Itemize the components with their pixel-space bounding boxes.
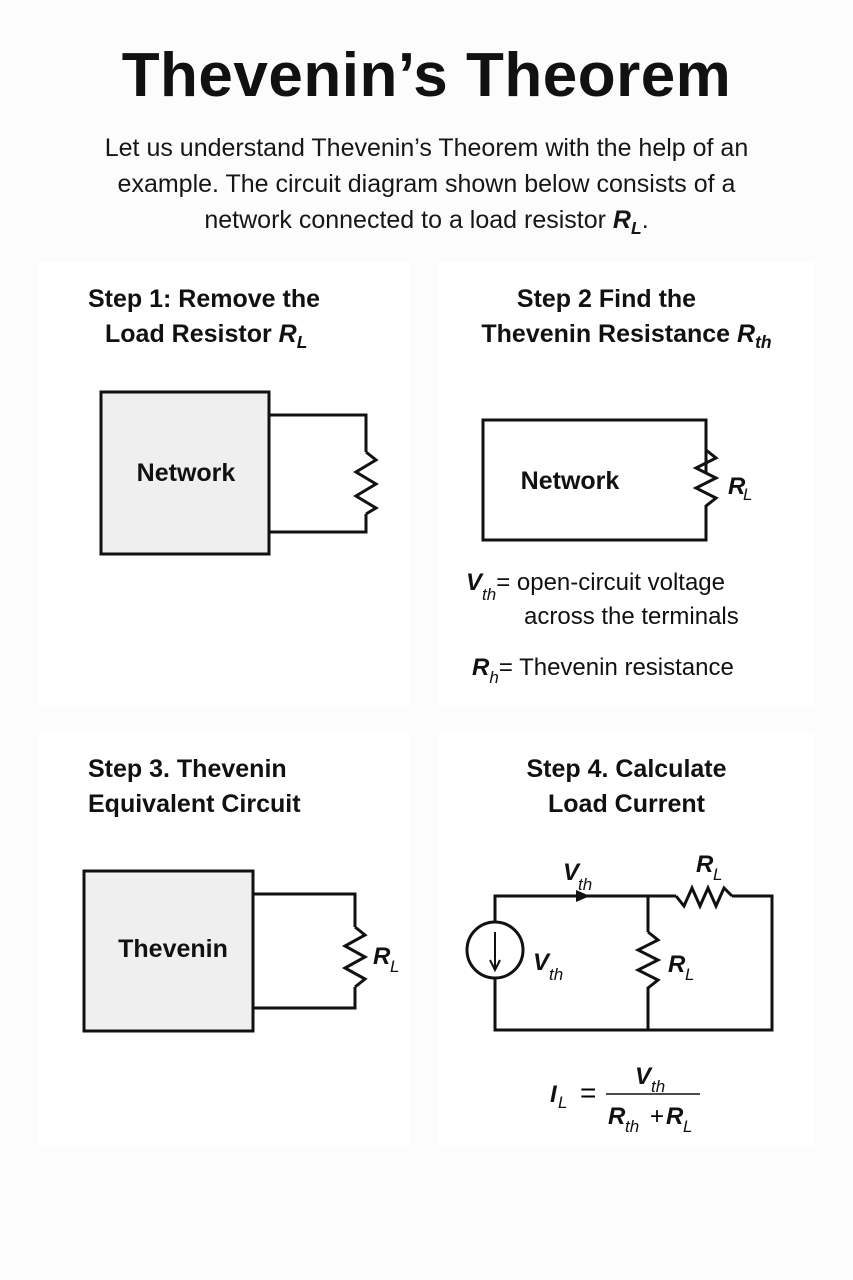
network-box — [99, 390, 271, 556]
svg-text:L: L — [390, 957, 399, 976]
formula-lhs: I — [550, 1081, 558, 1108]
rth-symbol: Rth — [737, 320, 772, 353]
load-resistor-symbol: RL — [612, 206, 642, 239]
intro-line-3-text: network connected to a load resistor — [204, 206, 613, 234]
intro-paragraph: Let us understand Thevenin’s Theorem wit… — [60, 130, 793, 246]
circuit-wire — [269, 413, 368, 452]
formula-den-b: R — [666, 1103, 684, 1130]
circuit-wire — [253, 987, 357, 1010]
step-2-title: Step 2 Find the Thevenin Resistance Rth — [481, 285, 772, 353]
rh-symbol: R — [472, 654, 490, 681]
thevenin-box — [82, 869, 255, 1033]
network-label: Network — [521, 467, 620, 495]
intro-line-1: Let us understand Thevenin’s Theorem wit… — [104, 134, 749, 162]
series-resistor-zigzag — [674, 884, 734, 910]
resistor-zigzag — [353, 450, 379, 516]
intro-line-3: network connected to a load resistor RL. — [204, 206, 649, 239]
network-label: Network — [137, 459, 236, 487]
shunt-resistor-zigzag — [634, 930, 662, 1030]
intro-line-2: example. The circuit diagram shown below… — [117, 170, 736, 198]
shunt-rl-label: R — [668, 951, 686, 978]
formula-equals: = — [580, 1077, 596, 1108]
svg-text:L: L — [558, 1093, 567, 1112]
step-2-panel: Step 2 Find the Thevenin Resistance Rth … — [438, 262, 815, 707]
circuit-wire — [269, 514, 368, 534]
svg-text:th: th — [651, 1077, 665, 1096]
step-2-circuit: Network R L — [481, 418, 752, 542]
step-4-panel: Step 4. Calculate Load Current V th R L … — [438, 732, 815, 1147]
circuit-wire — [253, 892, 357, 927]
svg-text:+: + — [650, 1103, 664, 1130]
top-vth-label: V — [563, 859, 581, 886]
source-vth-label: V — [533, 949, 551, 976]
svg-text:L: L — [743, 485, 752, 504]
rl-symbol: RL — [278, 320, 308, 353]
formula-den-a: R — [608, 1103, 626, 1130]
vth-symbol: V — [466, 569, 483, 596]
left-wire-top — [493, 894, 646, 932]
step-3-circuit: Thevenin R L — [82, 869, 399, 1033]
step-1-panel: Step 1: Remove the Load Resistor RL Netw… — [38, 262, 410, 707]
svg-text:th: th — [549, 965, 563, 984]
svg-text:L: L — [685, 965, 694, 984]
thevenin-label: Thevenin — [118, 935, 228, 963]
rl-label: R — [373, 943, 391, 970]
page-title: Thevenin’s Theorem — [121, 41, 732, 110]
step-1-title: Step 1: Remove the Load Resistor RL — [88, 285, 321, 353]
svg-text:th: th — [578, 875, 592, 894]
series-rl-label: R — [696, 851, 714, 878]
rl-label: R — [728, 473, 746, 500]
current-arrow-icon — [576, 890, 590, 902]
svg-text:th: th — [625, 1117, 639, 1136]
step-4-title: Step 4. Calculate Load Current — [526, 755, 727, 818]
step-3-panel: Step 3. Thevenin Equivalent Circuit Thev… — [38, 732, 410, 1147]
svg-text:L: L — [683, 1117, 692, 1136]
step-4-circuit: V th R L R L V th — [465, 851, 774, 1032]
resistor-zigzag — [341, 925, 369, 989]
rth-definition: Rh= Thevenin resistance — [472, 654, 734, 687]
load-current-formula: I L = V th R th + R L — [550, 1063, 700, 1136]
formula-numerator: V — [635, 1063, 653, 1090]
step-1-circuit: Network — [99, 390, 379, 556]
vth-definition: Vth= open-circuit voltage across the ter… — [466, 569, 739, 630]
right-wire — [493, 894, 774, 1032]
svg-text:L: L — [713, 865, 722, 884]
resistor-zigzag — [692, 448, 720, 512]
step-3-title: Step 3. Thevenin Equivalent Circuit — [88, 755, 301, 818]
